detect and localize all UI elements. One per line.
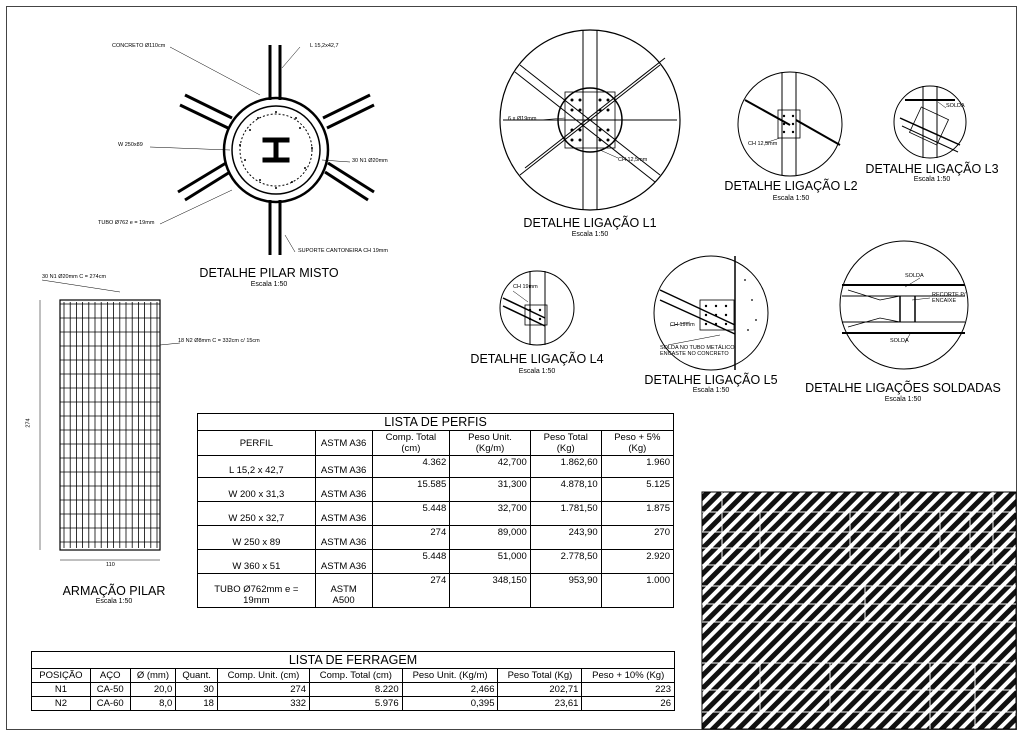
perfis-cell: TUBO Ø762mm e = 19mm — [197, 573, 316, 608]
scale-soldadas: Escala 1:50 — [884, 396, 922, 403]
ferragem-caption: LISTA DE FERRAGEM — [31, 651, 675, 669]
note-l152: L 15,2x42,7 — [310, 43, 339, 49]
title-soldadas: DETALHE LIGAÇÕES SOLDADAS — [805, 381, 1001, 395]
ferragem-cell: 23,61 — [497, 696, 583, 711]
ferragem-cell: 8,0 — [129, 696, 177, 711]
note-armacao-b: 18 N2 Ø8mm C = 332cm c/ 15cm — [178, 338, 260, 344]
note-l2-a: CH 12,5mm — [748, 141, 778, 147]
perfis-cell: 31,300 — [449, 477, 531, 502]
ferragem-cell: 26 — [581, 696, 675, 711]
title-l1: DETALHE LIGAÇÃO L1 — [523, 216, 657, 230]
perfis-cell: 89,000 — [449, 525, 531, 550]
perfis-header-cell: PERFIL — [197, 430, 316, 456]
perfis-header-cell: Peso Unit. (Kg/m) — [449, 430, 531, 456]
note-soldadas-c: SOLDA — [890, 338, 909, 344]
title-pilar-misto: DETALHE PILAR MISTO — [199, 266, 339, 280]
note-concreto: CONCRETO Ø110cm — [112, 43, 166, 49]
perfis-cell: 2.920 — [600, 549, 675, 574]
perfis-cell: ASTM A36 — [314, 525, 373, 550]
perfis-header-cell: Comp. Total (cm) — [371, 430, 451, 456]
perfis-header-cell: Peso + 5% (Kg) — [600, 430, 675, 456]
perfis-cell: ASTM A500 — [314, 573, 373, 608]
note-l5-b: SOLDA NO TUBO METÁLICO ENCASTE NO CONCRE… — [660, 345, 735, 357]
title-l4: DETALHE LIGAÇÃO L4 — [470, 352, 604, 366]
ferragem-cell: 0,395 — [401, 696, 499, 711]
title-l3: DETALHE LIGAÇÃO L3 — [865, 162, 999, 176]
perfis-cell: 274 — [371, 573, 451, 608]
ferragem-cell: N1 — [31, 682, 91, 697]
scale-l3: Escala 1:50 — [913, 176, 951, 183]
perfis-header-cell: Peso Total (Kg) — [529, 430, 602, 456]
title-armacao: ARMAÇÃO PILAR — [62, 584, 166, 598]
perfis-header-cell: ASTM A36 — [314, 430, 373, 456]
note-l4-a: CH 19mm — [513, 284, 538, 290]
perfis-cell: 243,90 — [529, 525, 602, 550]
perfis-cell: 1.000 — [600, 573, 675, 608]
note-soldadas-a: SOLDA — [905, 273, 924, 279]
note-soldadas-b: RECORTE P/ ENCAIXE — [932, 292, 966, 304]
scale-l2: Escala 1:50 — [772, 195, 810, 202]
perfis-cell: 1.781,50 — [529, 501, 602, 526]
drawing-frame — [6, 6, 1017, 730]
ferragem-cell: N2 — [31, 696, 91, 711]
note-l1-b: CH 12,5mm — [618, 157, 648, 163]
note-l5-a: CH 19mm — [670, 322, 695, 328]
perfis-cell: 953,90 — [529, 573, 602, 608]
scale-l1: Escala 1:50 — [571, 231, 609, 238]
perfis-cell: 2.778,50 — [529, 549, 602, 574]
perfis-cell: W 360 x 51 — [197, 549, 316, 574]
scale-armacao: Escala 1:50 — [95, 598, 133, 605]
note-tubo: TUBO Ø762 e = 19mm — [98, 220, 155, 226]
note-armacao-a: 30 N1 Ø20mm C = 274cm — [42, 274, 107, 280]
title-l5: DETALHE LIGAÇÃO L5 — [644, 373, 778, 387]
ferragem-cell: 332 — [216, 696, 311, 711]
scale-l4: Escala 1:50 — [518, 368, 556, 375]
perfis-cell: 4.878,10 — [529, 477, 602, 502]
scale-l5: Escala 1:50 — [692, 387, 730, 394]
note-suporte: SUPORTE CANTONEIRA CH 19mm — [298, 248, 388, 254]
note-n1: 30 N1 Ø20mm — [352, 158, 388, 164]
note-w250: W 250x89 — [118, 142, 143, 148]
note-l1-a: 6 x Ø19mm — [508, 116, 537, 122]
perfis-cell: ASTM A36 — [314, 501, 373, 526]
title-l2: DETALHE LIGAÇÃO L2 — [724, 179, 858, 193]
perfis-cell: 5.448 — [371, 501, 451, 526]
scale-pilar-misto: Escala 1:50 — [250, 281, 288, 288]
note-l3-a: SOLDA — [946, 103, 965, 109]
note-armacao-w: 110 — [106, 562, 115, 568]
